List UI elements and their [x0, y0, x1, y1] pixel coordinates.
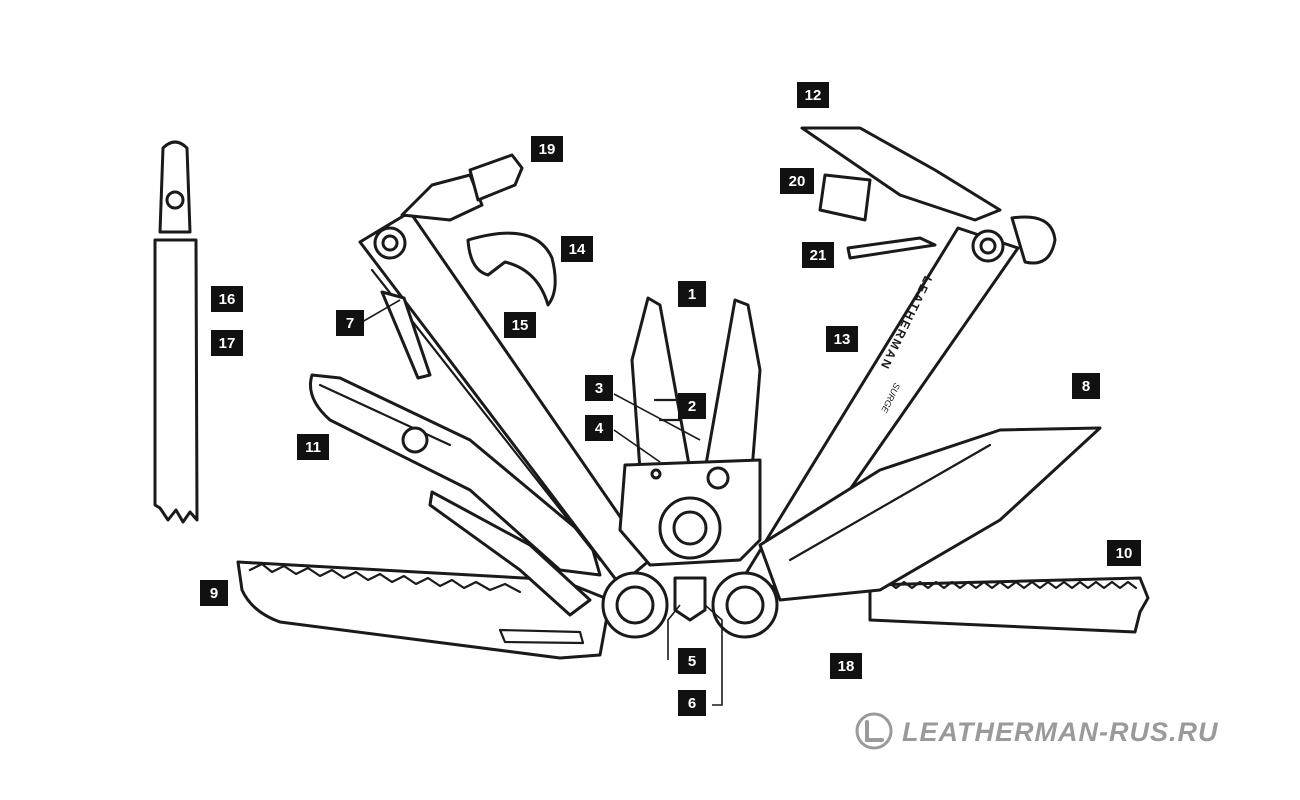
svg-text:7: 7: [346, 315, 354, 332]
watermark-text: LEATHERMAN-RUS.RU: [902, 717, 1219, 747]
svg-text:13: 13: [834, 331, 851, 348]
callout-19: 19: [531, 136, 563, 162]
saw-blade-accessory: [153, 140, 199, 524]
callout-1: 1: [678, 281, 706, 307]
svg-text:2: 2: [688, 398, 696, 415]
straight-knife: [758, 426, 1102, 602]
svg-text:11: 11: [305, 439, 321, 456]
callout-15: 15: [504, 312, 536, 338]
callout-16: 16: [211, 286, 243, 312]
svg-text:4: 4: [595, 420, 604, 437]
callout-7: 7: [336, 310, 364, 336]
svg-text:5: 5: [688, 653, 696, 670]
callout-10: 10: [1107, 540, 1141, 566]
callout-5: 5: [678, 648, 706, 674]
svg-text:20: 20: [789, 173, 806, 190]
svg-text:9: 9: [210, 585, 218, 602]
callout-21: 21: [802, 242, 834, 268]
callout-2: 2: [678, 393, 706, 419]
watermark-logo-icon: [855, 712, 893, 750]
callout-14: 14: [561, 236, 593, 262]
callout-6: 6: [678, 690, 706, 716]
svg-text:6: 6: [688, 695, 696, 712]
svg-text:17: 17: [219, 335, 236, 352]
svg-text:3: 3: [595, 380, 603, 397]
pivots: [601, 571, 779, 639]
wood-saw: [868, 576, 1150, 634]
watermark: LEATHERMAN-RUS.RU: [855, 712, 1219, 750]
callout-12: 12: [797, 82, 829, 108]
callout-8: 8: [1072, 373, 1100, 399]
svg-text:8: 8: [1082, 378, 1090, 395]
svg-text:10: 10: [1116, 545, 1133, 562]
callout-20: 20: [780, 168, 814, 194]
pliers: [618, 296, 762, 567]
serrated-knife: [236, 560, 612, 660]
callout-9: 9: [200, 580, 228, 606]
callout-13: 13: [826, 326, 858, 352]
callout-3: 3: [585, 375, 613, 401]
callout-17: 17: [211, 330, 243, 356]
svg-text:12: 12: [805, 87, 822, 104]
callout-4: 4: [585, 415, 613, 441]
svg-text:19: 19: [539, 141, 556, 158]
svg-text:14: 14: [569, 241, 586, 258]
svg-text:18: 18: [838, 658, 855, 675]
svg-text:1: 1: [688, 286, 696, 303]
callout-18: 18: [830, 653, 862, 679]
svg-text:21: 21: [810, 247, 827, 264]
callout-11: 11: [297, 434, 329, 460]
svg-text:16: 16: [219, 291, 236, 308]
leader-lines: [361, 299, 723, 706]
svg-text:15: 15: [512, 317, 529, 334]
